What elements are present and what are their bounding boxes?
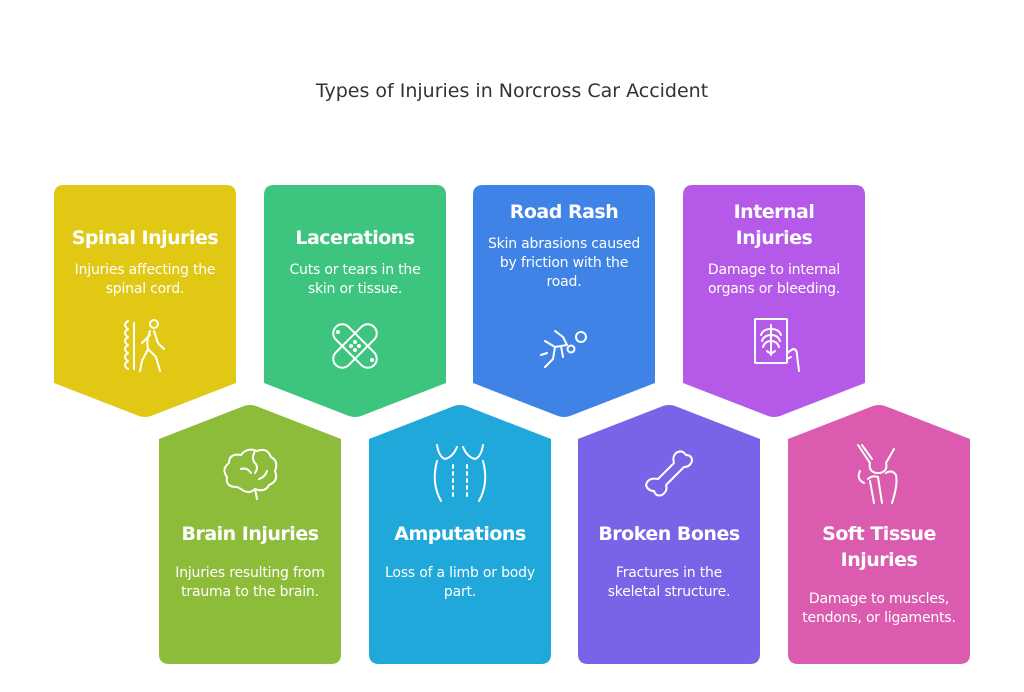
card-background (159, 405, 341, 664)
card-shape (369, 405, 551, 664)
card-lacerations: Lacerations Cuts or tears in the skin or… (264, 185, 446, 417)
card-brain-injuries: Brain Injuries Injuries resulting from t… (159, 405, 341, 664)
card-shape (264, 185, 446, 417)
card-shape (788, 405, 970, 664)
card-heading: Amputations (394, 523, 526, 545)
card-heading: Brain Injuries (181, 523, 319, 545)
card-description: Injuries affecting the spinal cord. (74, 262, 216, 297)
card-description: Damage to muscles, tendons, or ligaments… (802, 591, 956, 626)
knee-joint-icon (848, 443, 910, 505)
card-description: Loss of a limb or body part. (385, 565, 535, 600)
brain-icon (219, 443, 281, 505)
page-title: Types of Injuries in Norcross Car Accide… (315, 80, 709, 102)
card-heading: Internal Injuries (733, 201, 815, 249)
card-background (788, 405, 970, 664)
card-heading: Broken Bones (598, 523, 740, 545)
card-spinal-injuries: Spinal Injuries Injuries affecting the s… (54, 185, 236, 417)
card-heading: Soft Tissue Injuries (822, 523, 936, 571)
card-shape (578, 405, 760, 664)
card-heading: Road Rash (509, 201, 619, 223)
card-description: Damage to internal organs or bleeding. (707, 262, 841, 297)
xray-icon (743, 315, 805, 377)
spine-icon (114, 315, 176, 377)
falling-person-icon (533, 315, 595, 377)
limb-icon (429, 443, 491, 505)
card-internal-injuries: Internal Injuries Damage to internal org… (683, 185, 865, 417)
card-shape (159, 405, 341, 664)
card-description: Injuries resulting from trauma to the br… (175, 565, 325, 600)
card-background (578, 405, 760, 664)
card-shape (54, 185, 236, 417)
card-description: Skin abrasions caused by friction with t… (487, 236, 641, 290)
bone-icon (638, 443, 700, 505)
card-description: Cuts or tears in the skin or tissue. (289, 262, 421, 297)
card-soft-tissue-injuries: Soft Tissue Injuries Damage to muscles, … (788, 405, 970, 664)
card-amputations: Amputations Loss of a limb or body part. (369, 405, 551, 664)
card-background (369, 405, 551, 664)
card-shape (473, 185, 655, 417)
bandage-icon (324, 315, 386, 377)
card-heading: Lacerations (295, 227, 415, 249)
card-background (683, 185, 865, 417)
card-road-rash: Road Rash Skin abrasions caused by frict… (473, 185, 655, 417)
card-background (54, 185, 236, 417)
card-heading: Spinal Injuries (71, 227, 219, 249)
card-description: Fractures in the skeletal structure. (607, 565, 731, 600)
card-broken-bones: Broken Bones Fractures in the skeletal s… (578, 405, 760, 664)
card-background (264, 185, 446, 417)
card-shape (683, 185, 865, 417)
card-background (473, 185, 655, 417)
